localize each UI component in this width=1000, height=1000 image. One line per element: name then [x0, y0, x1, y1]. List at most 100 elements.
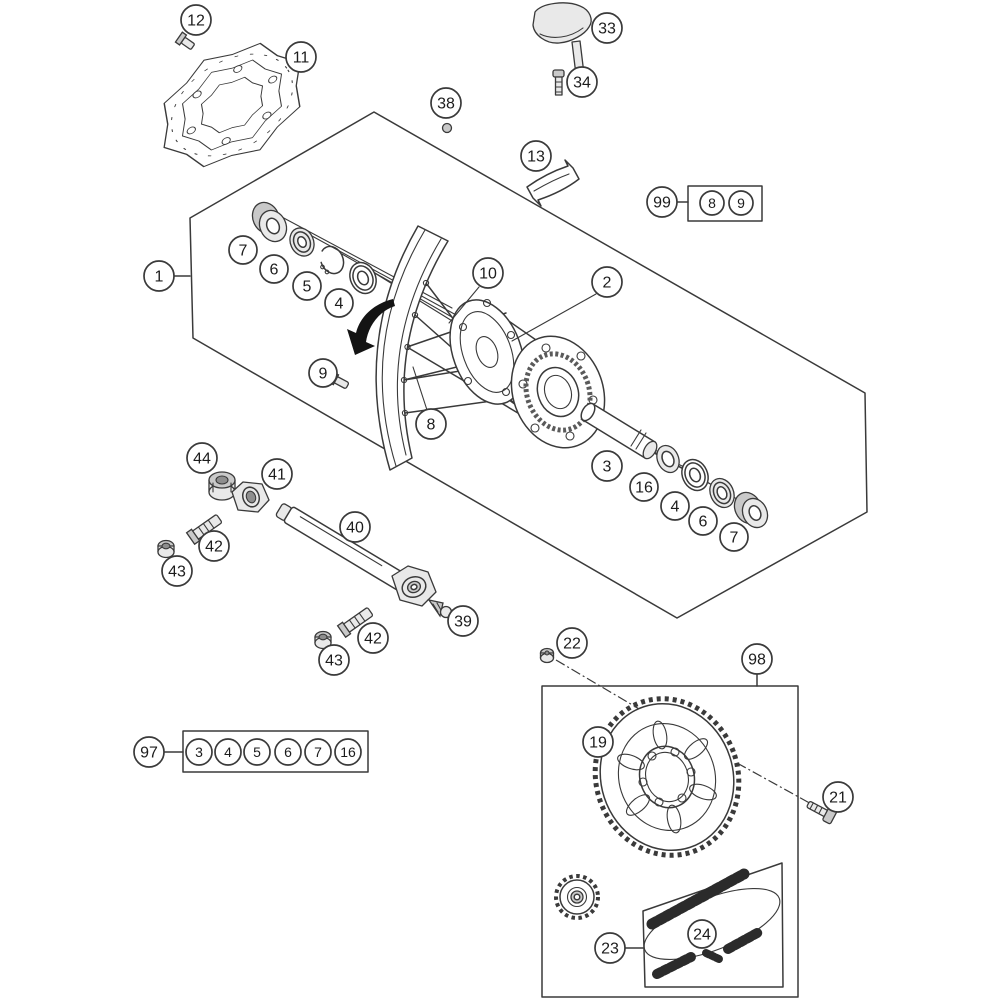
svg-text:3: 3 — [195, 744, 203, 760]
hub — [449, 298, 606, 449]
wheel — [328, 225, 606, 471]
callout-11: 11 — [285, 41, 317, 73]
callout-9: 9 — [308, 358, 338, 388]
svg-text:5: 5 — [303, 279, 312, 296]
svg-text:39: 39 — [454, 614, 472, 631]
svg-text:7: 7 — [239, 243, 248, 260]
callout-4-left: 4 — [324, 288, 354, 318]
callout-6-left: 6 — [259, 254, 289, 284]
box97-member-4: 4 — [214, 738, 242, 766]
box99-member-9: 9 — [728, 190, 754, 216]
callout-40: 40 — [339, 511, 371, 543]
callout-5: 5 — [292, 271, 322, 301]
svg-text:1: 1 — [155, 269, 164, 286]
callout-19: 19 — [582, 726, 614, 758]
sprocket-kit — [539, 647, 838, 998]
circlip — [319, 245, 345, 275]
callout-7-right: 7 — [719, 522, 749, 552]
svg-text:8: 8 — [427, 417, 436, 434]
bearing-right — [681, 458, 709, 492]
hub-flange-disc-side — [449, 298, 525, 405]
adjuster-bolt-lower — [336, 607, 374, 639]
svg-text:2: 2 — [603, 275, 612, 292]
svg-text:11: 11 — [293, 50, 310, 67]
box97-member-5: 5 — [243, 738, 271, 766]
chain-adjuster-block — [231, 481, 270, 513]
collar-right — [733, 491, 769, 529]
svg-text:99: 99 — [653, 195, 671, 212]
svg-text:41: 41 — [268, 467, 286, 484]
svg-text:34: 34 — [573, 75, 591, 92]
svg-text:5: 5 — [253, 744, 261, 760]
callout-2: 2 — [591, 266, 623, 298]
adjuster-nut-upper — [157, 539, 175, 559]
callout-21: 21 — [822, 781, 854, 813]
callout-43-lower: 43 — [318, 644, 350, 676]
brake-disc — [163, 42, 301, 168]
assembly-outline — [189, 111, 868, 619]
svg-text:9: 9 — [737, 195, 745, 211]
svg-text:10: 10 — [479, 266, 497, 283]
master-link — [702, 949, 723, 963]
callout-22: 22 — [556, 627, 588, 659]
svg-text:6: 6 — [284, 744, 292, 760]
callout-16: 16 — [629, 472, 659, 502]
callout-39: 39 — [447, 605, 479, 637]
callout-99: 99 — [646, 186, 678, 218]
bearing-left — [349, 261, 377, 295]
callout-42-upper: 42 — [198, 530, 230, 562]
svg-text:3: 3 — [603, 459, 612, 476]
svg-text:44: 44 — [193, 451, 211, 468]
adjuster-screw — [427, 599, 453, 619]
callout-42-lower: 42 — [357, 622, 389, 654]
collar-left — [251, 201, 288, 243]
svg-text:12: 12 — [187, 13, 205, 30]
svg-text:19: 19 — [589, 735, 607, 752]
support-ring — [656, 444, 680, 474]
callout-13: 13 — [520, 140, 552, 172]
box99-member-8: 8 — [699, 190, 725, 216]
rim-pad — [526, 159, 580, 207]
axle-nut — [208, 471, 236, 501]
chain-slider — [532, 2, 592, 76]
group-box-99 — [687, 185, 763, 222]
svg-text:43: 43 — [168, 564, 186, 581]
svg-text:7: 7 — [314, 744, 322, 760]
rear-sprocket — [592, 696, 742, 858]
front-sprocket — [554, 874, 600, 920]
sprocket-nut — [539, 647, 555, 664]
axle-group — [157, 471, 453, 650]
box97-member-16: 16 — [334, 738, 362, 766]
seal-ring-left — [289, 227, 315, 257]
svg-text:16: 16 — [635, 480, 653, 497]
callout-33: 33 — [591, 12, 623, 44]
svg-text:97: 97 — [140, 745, 158, 762]
callout-12: 12 — [180, 4, 212, 36]
callout-6-right: 6 — [688, 506, 718, 536]
callout-23: 23 — [594, 932, 626, 964]
box97-member-7: 7 — [304, 738, 332, 766]
seal-ring-right — [709, 477, 735, 509]
callout-7-left: 7 — [228, 235, 258, 265]
svg-text:16: 16 — [340, 744, 356, 760]
svg-text:4: 4 — [335, 296, 344, 313]
svg-text:23: 23 — [601, 941, 619, 958]
svg-text:40: 40 — [346, 520, 364, 537]
bolt-leader-line — [736, 762, 816, 807]
svg-text:24: 24 — [693, 927, 711, 944]
callout-98: 98 — [741, 643, 773, 675]
callout-43-upper: 43 — [161, 555, 193, 587]
slider-bolt — [552, 69, 565, 96]
callout-34: 34 — [566, 66, 598, 98]
callout-38: 38 — [430, 87, 462, 119]
callouts: 1 2 10 11 12 13 33 34 38 7 6 5 4 9 8 3 1… — [133, 4, 854, 964]
callout-24: 24 — [687, 919, 717, 949]
spacer-tube — [580, 402, 658, 460]
callout-44: 44 — [186, 442, 218, 474]
box97-member-3: 3 — [185, 738, 213, 766]
callout-97: 97 — [133, 736, 165, 768]
svg-text:38: 38 — [437, 96, 455, 113]
bearing-set-left — [251, 201, 377, 295]
svg-text:98: 98 — [748, 652, 766, 669]
